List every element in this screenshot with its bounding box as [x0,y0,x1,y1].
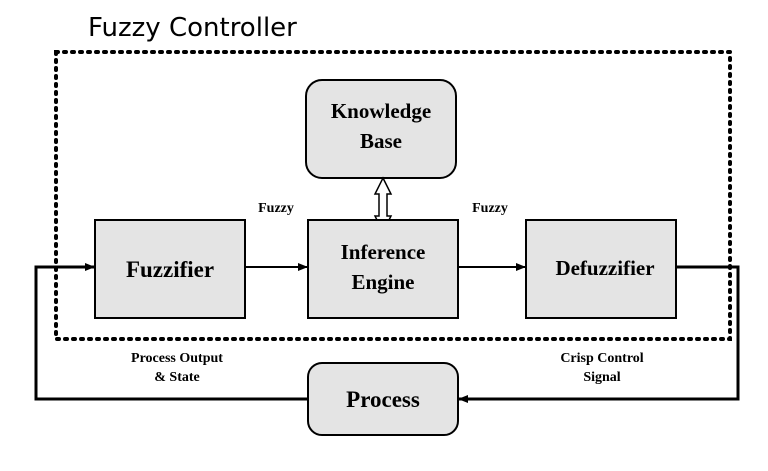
fuzzifier-block: Fuzzifier [94,219,246,319]
inference-engine-line1: Inference [341,240,426,264]
crisp-control-line1: Crisp Control [560,351,643,366]
fuzzy-label-left: Fuzzy [258,201,294,216]
inference-engine-line2: Engine [351,270,414,294]
knowledge-base-block: Knowledge Base [305,79,457,179]
diagram-title: Fuzzy Controller [88,13,297,43]
process-output-line1: Process Output [131,351,223,366]
knowledge-base-line2: Base [360,129,402,153]
defuzzifier-label: Defuzzifier [555,256,654,280]
fuzzy-label-right: Fuzzy [472,201,508,216]
knowledge-base-line1: Knowledge [331,99,431,123]
inference-engine-block: Inference Engine [307,219,459,319]
controller-boundary [54,50,732,341]
process-label: Process [346,387,420,412]
arrow-process-to-fuzzifier [34,263,308,401]
defuzzifier-block: Defuzzifier [525,219,677,319]
process-block: Process [307,362,459,436]
arrow-defuzzifier-to-process [458,265,740,403]
fuzzifier-label: Fuzzifier [126,257,214,282]
crisp-control-line2: Signal [583,370,620,385]
process-output-line2: & State [154,370,200,385]
